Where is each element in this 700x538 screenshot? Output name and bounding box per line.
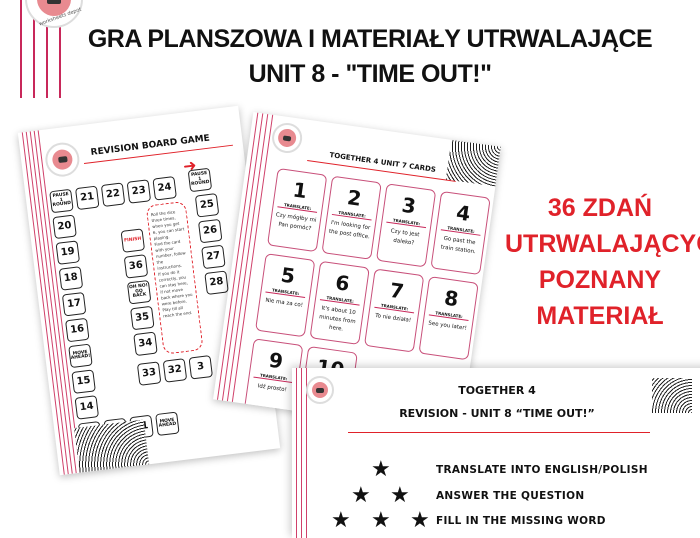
star-icon: ★ (390, 483, 410, 508)
card-text: I'm looking for the post office. (328, 219, 371, 241)
decor-line (20, 0, 22, 98)
board-cell: 34 (133, 331, 158, 357)
card-text: Go past the train station. (440, 235, 477, 256)
card-text: To nie działa! (374, 312, 412, 324)
board-cell: 35 (130, 305, 155, 331)
logo (306, 376, 334, 404)
book-icon (57, 156, 68, 164)
board-cell: 14 (74, 395, 100, 420)
logo (270, 121, 305, 155)
wave-decoration (74, 419, 150, 473)
task-label: FILL IN THE MISSING WORD (436, 515, 606, 527)
instruction: Roll the dice three times, when you get … (150, 209, 185, 242)
board-cell: 15 (71, 369, 96, 394)
promo-line: 36 ZDAŃ (547, 194, 653, 222)
page-subtitle: UNIT 8 - "TIME OUT!" (248, 60, 492, 88)
decor-line (46, 0, 48, 98)
card-text: Idź prosto! (257, 383, 288, 394)
board-cell: 28 (204, 270, 229, 295)
board-cell: MOVE AHEAD! (68, 343, 93, 369)
promo-line: POZNANY (538, 266, 662, 294)
revision-title: TOGETHER 4 (458, 384, 536, 397)
revision-page: TOGETHER 4 REVISION - UNIT 8 “TIME OUT!” (292, 368, 700, 538)
board-cell: OH NO! GO BACK (126, 279, 152, 305)
board-cell: 26 (197, 218, 223, 244)
card-text: See you later! (427, 320, 468, 332)
promo-line: MATERIAŁ (536, 302, 664, 330)
board-cell: MOVE AHEAD (155, 411, 180, 437)
page-title: GRA PLANSZOWA I MATERIAŁY UTRWALAJĄCE (87, 25, 653, 53)
decor-line (59, 0, 61, 98)
star-icon: ★ (331, 508, 351, 533)
card-text: Czy to jest daleko? (390, 228, 420, 247)
board-cell: 33 (136, 361, 162, 386)
star-icon: ★ (351, 483, 371, 508)
board-cell: 21 (74, 185, 100, 211)
revision-subtitle: REVISION - UNIT 8 “TIME OUT!” (399, 407, 595, 420)
board-cell: 32 (162, 358, 188, 383)
board-cell: 24 (152, 176, 177, 201)
board-cell: PAUSE 1 ROUND (49, 188, 74, 214)
board-cell: 36 (123, 254, 149, 279)
board-cell: 18 (58, 266, 84, 291)
board-cell: 23 (126, 179, 152, 204)
card-text: Czy mógłby mi Pan pomóc? (275, 212, 317, 232)
divider (348, 432, 650, 433)
decor-line (33, 0, 35, 98)
star-icon: ★ (371, 508, 391, 533)
task-label: ANSWER THE QUESTION (436, 490, 585, 502)
board-cell: 19 (55, 240, 81, 265)
card-text: Nie ma za co! (264, 297, 304, 309)
board-cell: 22 (100, 182, 126, 207)
wave-decoration (652, 378, 692, 413)
board-cell: 20 (52, 214, 77, 240)
book-icon (47, 0, 61, 4)
book-icon (282, 134, 292, 141)
instructions-box: Roll the dice three times, when you get … (145, 200, 204, 355)
board-cell: 17 (61, 291, 87, 317)
task-label: TRANSLATE INTO ENGLISH/POLISH (436, 464, 648, 476)
board-cell: 25 (194, 193, 220, 218)
board-cell: 16 (65, 317, 90, 343)
logo (43, 140, 82, 179)
wave-decoration (445, 139, 501, 187)
board-cell: 3 (188, 355, 213, 380)
instruction: Play till all reach the end. (162, 305, 193, 319)
star-icon: ★ (410, 508, 430, 533)
board-cell: 27 (201, 244, 226, 270)
star-icon: ★ (371, 457, 391, 482)
instruction: Find the card with your number, follow t… (154, 238, 186, 271)
book-icon (316, 387, 324, 393)
instruction: If you do it correctly, you can stay her… (157, 269, 193, 307)
promo-line: UTRWALAJĄCYCH (505, 230, 700, 258)
board-cell: PAUSE 1 ROUND (187, 167, 213, 193)
board-cell: FINISH (120, 228, 146, 253)
card-text: It's about 10 minutes from here. (318, 305, 357, 333)
